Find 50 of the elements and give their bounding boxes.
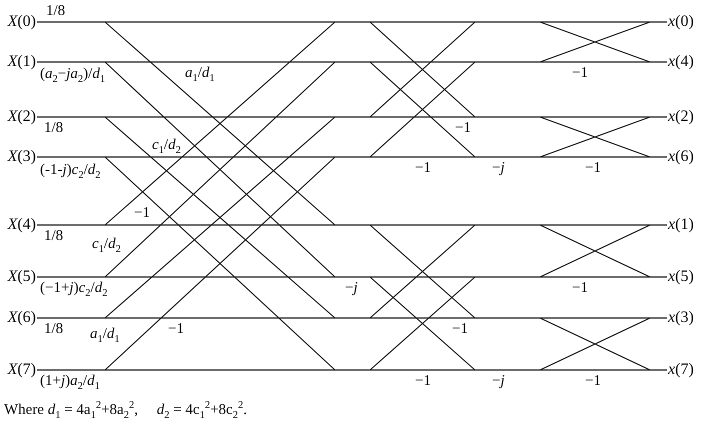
output-label: x(1) bbox=[668, 216, 694, 234]
signal-line bbox=[37, 224, 667, 226]
gain-label: −1 bbox=[572, 280, 588, 298]
output-label: x(0) bbox=[668, 12, 694, 32]
input-label: X(7) bbox=[8, 360, 36, 380]
gain-label: −j bbox=[492, 160, 505, 178]
input-label: X(2) bbox=[8, 108, 36, 126]
gain-label: 1/8 bbox=[44, 120, 64, 138]
output-label: x(7) bbox=[668, 360, 694, 380]
gain-label: −1 bbox=[585, 373, 601, 390]
gain-label: a$_{1}$/d$_{1}$ bbox=[185, 65, 215, 82]
signal-line bbox=[37, 276, 667, 278]
output-label: x(4) bbox=[668, 52, 694, 72]
gain-label: (a$_{2}$−ja$_{2}$)/d$_{1}$ bbox=[40, 66, 106, 84]
gain-label: (-1-j)c$_{2}$/d$_{2}$ bbox=[40, 162, 101, 180]
output-label: x(6) bbox=[668, 148, 694, 166]
formula-caption: Where d$_{1}$ = 4a$_{1}$$^{2}$+8a$_{2}$$^{2}$, d$_{2}$ = 4c$_{1}$$^{2}$+8c$_{2}$$^{2}$. bbox=[4, 402, 247, 420]
gain-label: (−1+j)c$_{2}$/d$_{2}$ bbox=[40, 280, 108, 298]
gain-label: −1 bbox=[455, 120, 471, 138]
gain-label: −j bbox=[345, 280, 358, 298]
input-label: X(1) bbox=[8, 52, 36, 72]
gain-label: (1+j)a$_{2}$/d$_{1}$ bbox=[40, 373, 100, 390]
gain-label: −1 bbox=[415, 160, 431, 178]
gain-label: −1 bbox=[134, 205, 150, 222]
gain-label: 1/8 bbox=[44, 228, 64, 246]
gain-label: −1 bbox=[452, 321, 468, 338]
gain-label: 1/8 bbox=[46, 3, 66, 20]
gain-label: −1 bbox=[415, 373, 431, 390]
signal-line bbox=[37, 61, 667, 63]
input-label: X(4) bbox=[8, 216, 36, 234]
output-label: x(2) bbox=[668, 108, 694, 126]
gain-label: c$_{1}$/d$_{2}$ bbox=[152, 137, 181, 154]
gain-label: 1/8 bbox=[44, 321, 64, 338]
signal-line bbox=[37, 116, 667, 118]
gain-label: −1 bbox=[572, 65, 588, 82]
input-label: X(6) bbox=[8, 308, 36, 328]
gain-label: a$_{1}$/d$_{1}$ bbox=[90, 326, 120, 344]
gain-label: −1 bbox=[168, 321, 184, 338]
output-label: x(3) bbox=[668, 308, 694, 328]
input-label: X(0) bbox=[8, 12, 36, 32]
input-label: X(3) bbox=[8, 148, 36, 166]
gain-label: −1 bbox=[585, 160, 601, 178]
signal-line bbox=[37, 369, 667, 371]
signal-line bbox=[37, 317, 667, 319]
signal-line bbox=[37, 156, 667, 158]
gain-label: c$_{1}$/d$_{2}$ bbox=[92, 236, 121, 254]
output-label: x(5) bbox=[668, 268, 694, 286]
gain-label: −j bbox=[492, 373, 505, 390]
input-label: X(5) bbox=[8, 268, 36, 286]
signal-line bbox=[37, 21, 667, 23]
